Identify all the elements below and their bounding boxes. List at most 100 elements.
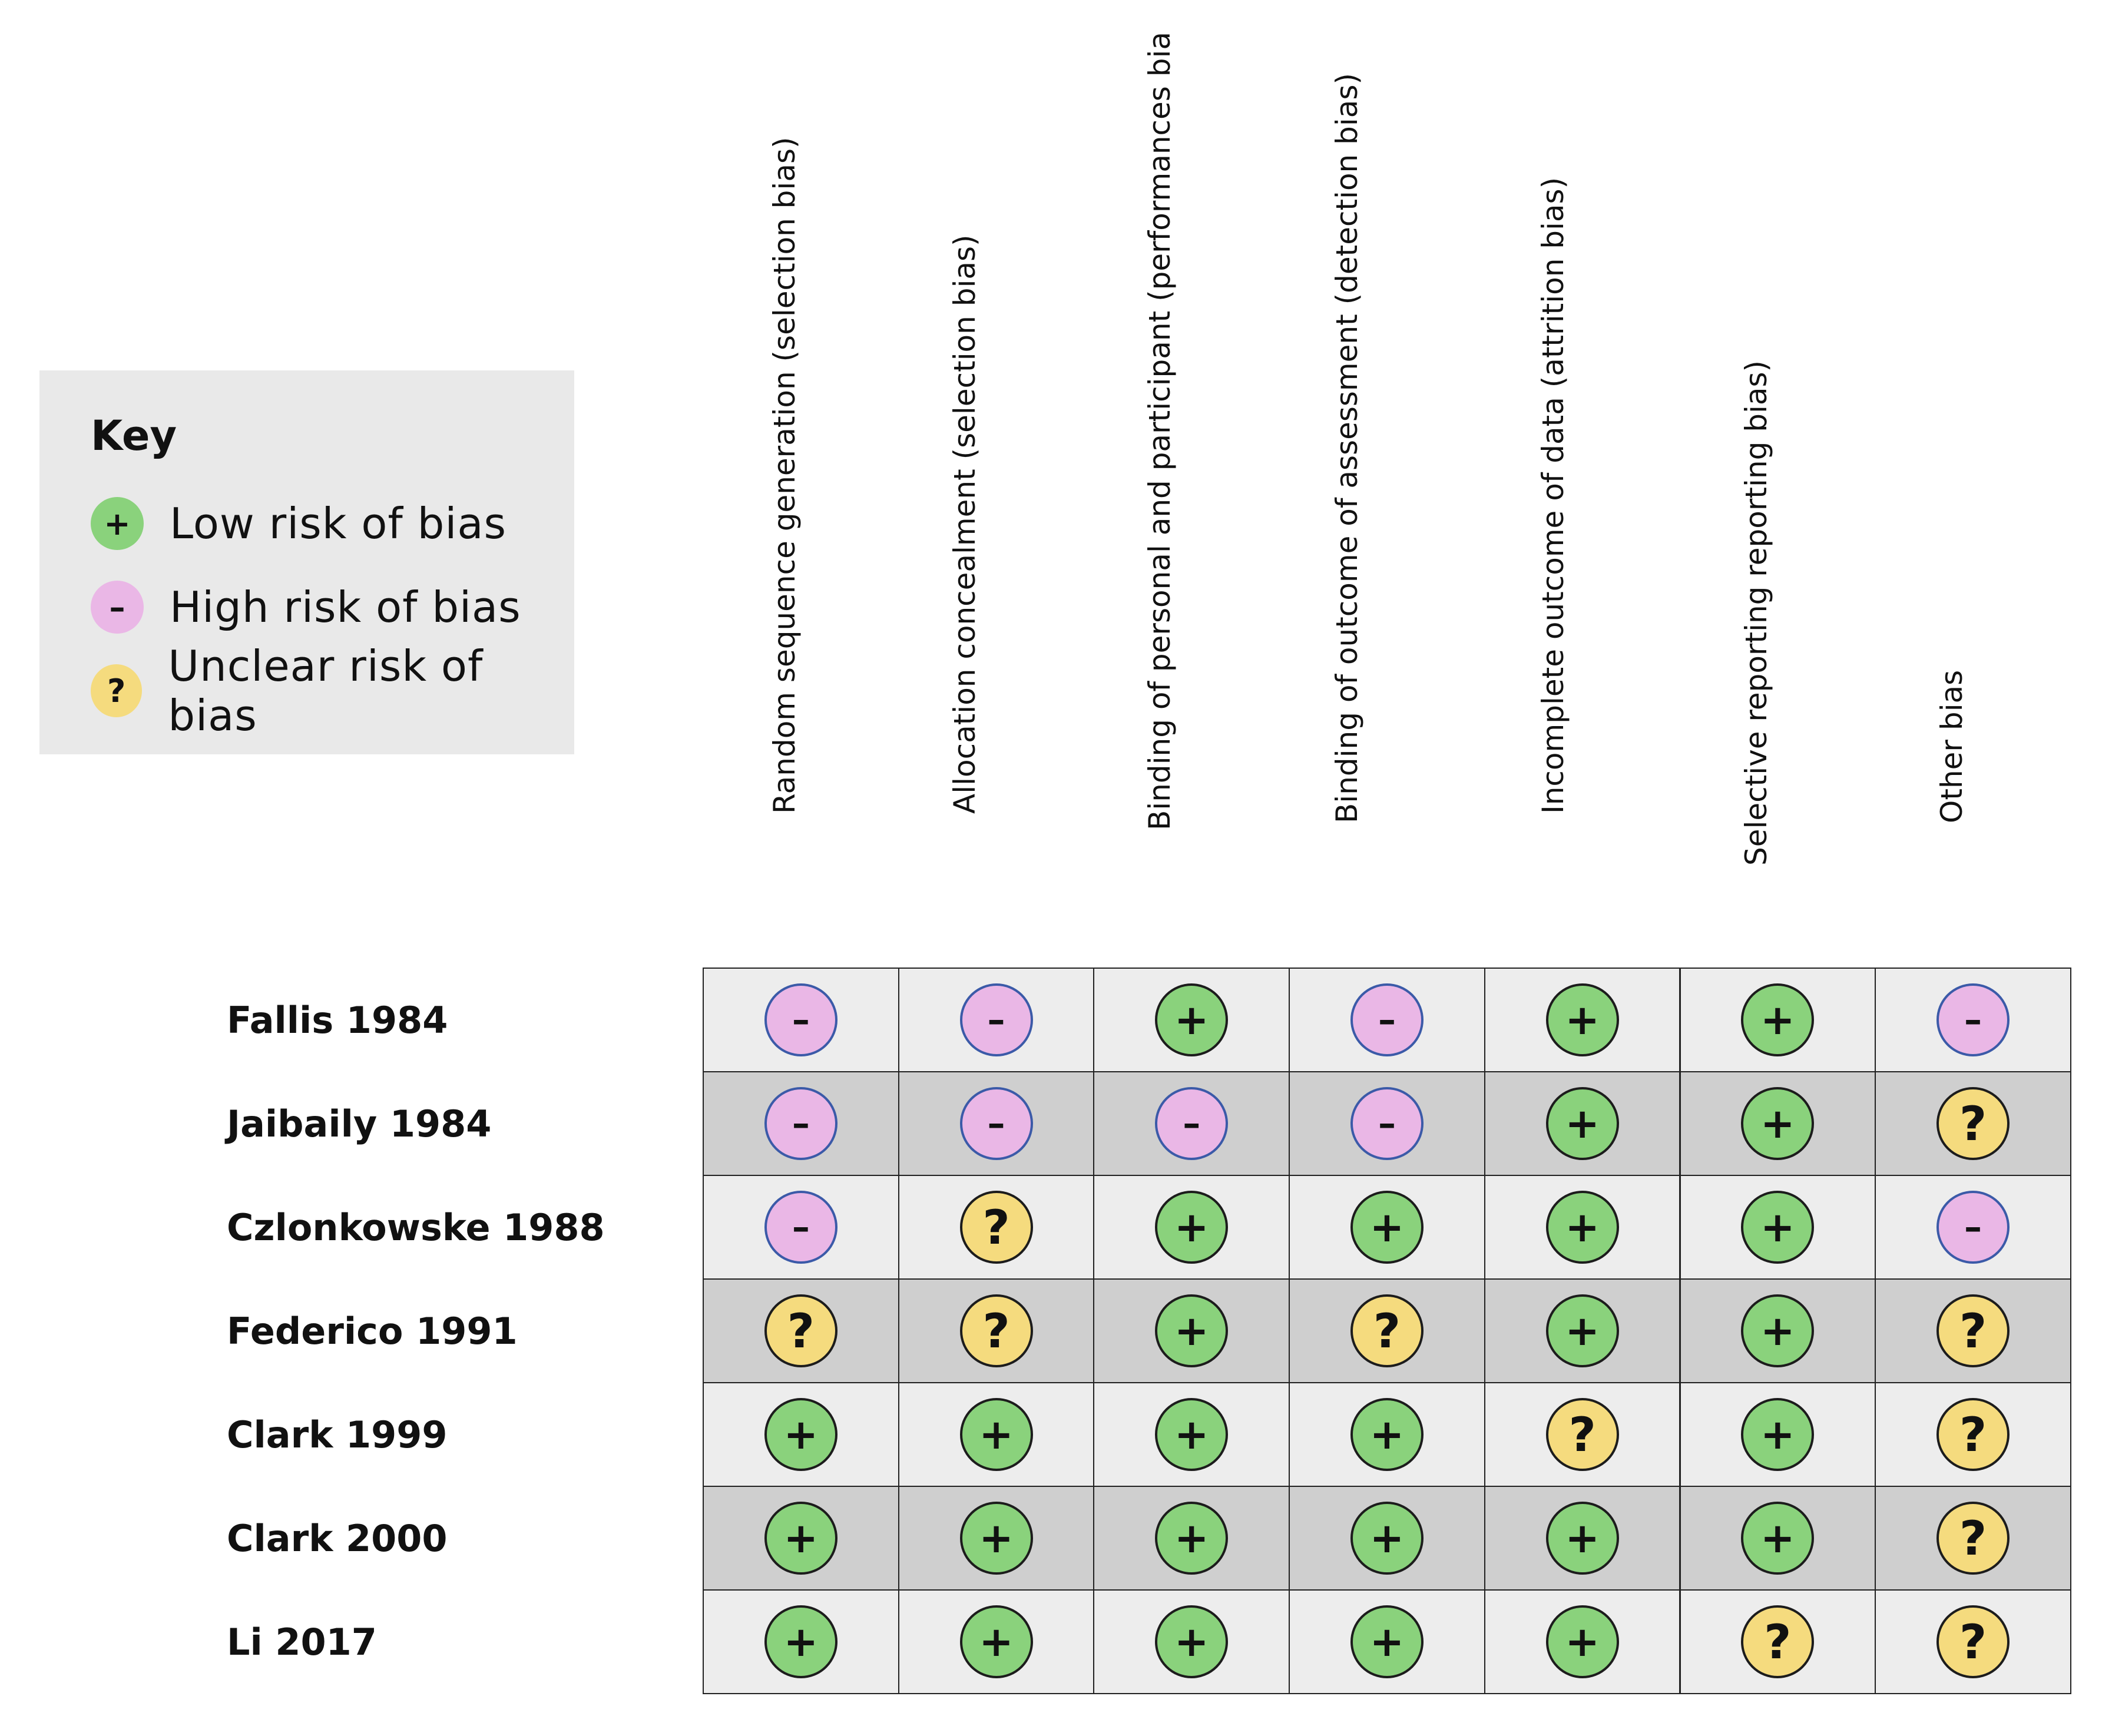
- table-cell: –: [898, 1071, 1095, 1176]
- minus-icon: –: [764, 1087, 837, 1160]
- table-cell: +: [1093, 1175, 1290, 1280]
- minus-icon: –: [1350, 983, 1424, 1056]
- table-cell: –: [703, 1175, 899, 1280]
- table-cell: +: [1679, 1382, 1876, 1487]
- plus-icon: +: [1545, 1605, 1619, 1678]
- column-header-label: Selective reporting reporting bias): [1739, 360, 1774, 866]
- table-cell: –: [1875, 968, 2071, 1072]
- study-label: Jaibaily 1984: [227, 1102, 492, 1145]
- table-cell: +: [1484, 968, 1681, 1072]
- plus-icon: +: [91, 497, 144, 550]
- table-cell: +: [1679, 968, 1876, 1072]
- study-label: Czlonkowske 1988: [227, 1205, 605, 1249]
- column-header-3: Binding of personal and participant (per…: [1088, 0, 1265, 830]
- question-icon: ?: [1741, 1605, 1815, 1678]
- table-cell: +: [1679, 1175, 1876, 1280]
- table-cell: ?: [1679, 1589, 1876, 1694]
- minus-icon: –: [959, 1087, 1033, 1160]
- legend-label-unclear: Unclear risk of bias: [168, 641, 484, 740]
- column-header-label: Binding of outcome of assessment (detect…: [1329, 73, 1364, 823]
- table-cell: +: [1093, 1382, 1290, 1487]
- table-cell: ?: [1875, 1071, 2071, 1176]
- plus-icon: +: [764, 1502, 837, 1575]
- question-icon: ?: [91, 664, 143, 717]
- question-icon: ?: [1936, 1294, 2010, 1367]
- legend-label-high: High risk of bias: [170, 582, 521, 632]
- table-cell: +: [1679, 1278, 1876, 1383]
- plus-icon: +: [1741, 1502, 1815, 1575]
- minus-icon: –: [1936, 983, 2010, 1056]
- table-cell: ?: [1875, 1382, 2071, 1487]
- plus-icon: +: [1545, 1502, 1619, 1575]
- question-icon: ?: [1936, 1502, 2010, 1575]
- question-icon: ?: [1545, 1398, 1619, 1471]
- study-label: Federico 1991: [227, 1309, 518, 1353]
- plus-icon: +: [764, 1605, 837, 1678]
- column-header-label: Allocation concealment (selection bias): [947, 234, 982, 814]
- table-cell: –: [703, 1071, 899, 1176]
- table-cell: +: [1289, 1382, 1485, 1487]
- question-icon: ?: [959, 1294, 1033, 1367]
- table-cell: +: [1484, 1071, 1681, 1176]
- plus-icon: +: [1545, 983, 1619, 1056]
- plus-icon: +: [1155, 1398, 1229, 1471]
- plus-icon: +: [1350, 1191, 1424, 1264]
- plus-icon: +: [1545, 1191, 1619, 1264]
- plus-icon: +: [1155, 1605, 1229, 1678]
- table-cell: –: [1093, 1071, 1290, 1176]
- table-cell: ?: [1875, 1486, 2071, 1591]
- column-header-2: Allocation concealment (selection bias): [893, 0, 1070, 814]
- minus-icon: –: [1350, 1087, 1424, 1160]
- table-cell: –: [703, 968, 899, 1072]
- plus-icon: +: [1350, 1398, 1424, 1471]
- plus-icon: +: [959, 1398, 1033, 1471]
- table-cell: +: [1289, 1486, 1485, 1591]
- column-header-4: Binding of outcome of assessment (detect…: [1276, 0, 1452, 823]
- plus-icon: +: [1155, 983, 1229, 1056]
- legend-label-low: Low risk of bias: [170, 499, 507, 548]
- table-cell: ?: [1484, 1382, 1681, 1487]
- minus-icon: –: [1155, 1087, 1229, 1160]
- plus-icon: +: [1741, 983, 1815, 1056]
- column-header-6: Selective reporting reporting bias): [1685, 0, 1862, 866]
- plus-icon: +: [1545, 1294, 1619, 1367]
- legend-item-unclear: ? Unclear risk of bias: [91, 641, 574, 740]
- table-cell: +: [703, 1382, 899, 1487]
- table-cell: +: [1289, 1175, 1485, 1280]
- table-cell: +: [703, 1589, 899, 1694]
- plus-icon: +: [1350, 1605, 1424, 1678]
- risk-of-bias-table: ––+–++–––––++?–?++++–??+?++?++++?+?+++++…: [703, 968, 2071, 1694]
- plus-icon: +: [1741, 1294, 1815, 1367]
- plus-icon: +: [1155, 1191, 1229, 1264]
- question-icon: ?: [959, 1191, 1033, 1264]
- column-header-label: Other bias: [1935, 670, 1969, 823]
- plus-icon: +: [1741, 1191, 1815, 1264]
- question-icon: ?: [1936, 1398, 2010, 1471]
- column-header-5: Incomplete outcome of data (attrition bi…: [1482, 0, 1659, 814]
- legend-title: Key: [91, 412, 177, 460]
- plus-icon: +: [959, 1605, 1033, 1678]
- table-cell: –: [1289, 1071, 1485, 1176]
- plus-icon: +: [1741, 1087, 1815, 1160]
- table-cell: +: [1484, 1175, 1681, 1280]
- table-cell: +: [1093, 1278, 1290, 1383]
- table-cell: +: [1093, 1486, 1290, 1591]
- question-icon: ?: [764, 1294, 837, 1367]
- plus-icon: +: [1155, 1294, 1229, 1367]
- table-cell: +: [1484, 1589, 1681, 1694]
- table-cell: +: [1093, 968, 1290, 1072]
- minus-icon: –: [91, 581, 144, 634]
- column-header-7: Other bias: [1881, 0, 2057, 823]
- table-cell: +: [1679, 1486, 1876, 1591]
- table-cell: +: [898, 1486, 1095, 1591]
- table-cell: +: [1484, 1278, 1681, 1383]
- plus-icon: +: [764, 1398, 837, 1471]
- table-cell: ?: [1875, 1278, 2071, 1383]
- question-icon: ?: [1936, 1605, 2010, 1678]
- table-cell: +: [703, 1486, 899, 1591]
- question-icon: ?: [1936, 1087, 2010, 1160]
- plus-icon: +: [959, 1502, 1033, 1575]
- minus-icon: –: [1936, 1191, 2010, 1264]
- table-cell: ?: [703, 1278, 899, 1383]
